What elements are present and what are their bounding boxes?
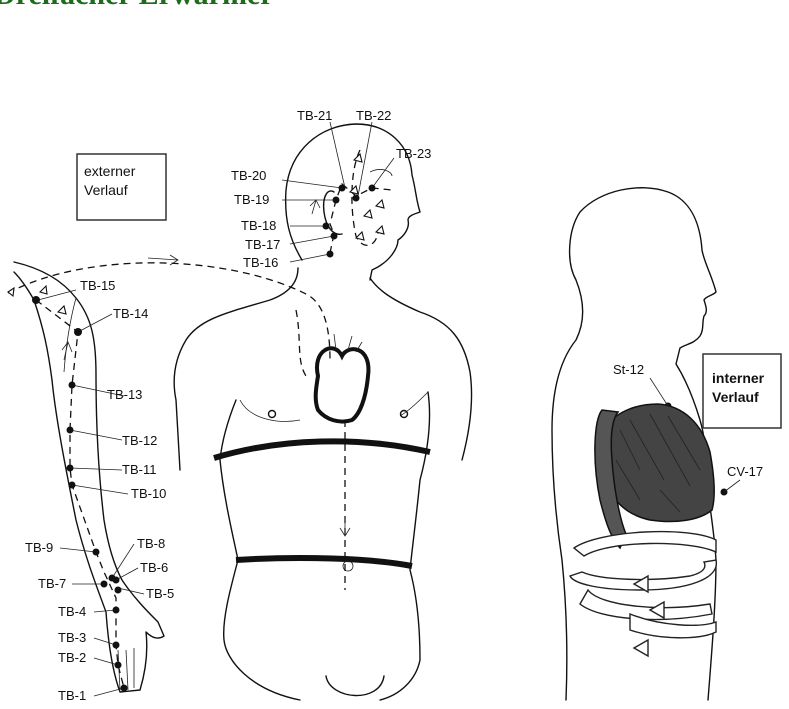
label-st12: St-12 xyxy=(613,362,644,377)
secondary-markers xyxy=(8,154,384,314)
label-tb17: TB-17 xyxy=(245,237,280,252)
spiral-arrowhead xyxy=(634,640,648,656)
leader-tb16 xyxy=(290,254,330,262)
leader-cv17 xyxy=(724,480,740,492)
chest-contour xyxy=(240,392,428,421)
point-tb13 xyxy=(69,382,76,389)
label-tb10: TB-10 xyxy=(131,486,166,501)
arm-to-head-curve xyxy=(8,263,330,360)
hair-arrow xyxy=(370,169,392,176)
point-tb15 xyxy=(32,296,40,304)
label-tb3: TB-3 xyxy=(58,630,86,645)
spiral-band xyxy=(574,532,716,556)
triangle-marker xyxy=(350,186,358,194)
leader-tb14 xyxy=(78,314,112,332)
internal-organ xyxy=(595,404,714,548)
point-tb11 xyxy=(67,465,74,472)
triangle-marker xyxy=(58,306,66,314)
point-tb4 xyxy=(113,607,120,614)
pelvis-outline xyxy=(326,676,384,696)
shoulder-outline xyxy=(174,268,298,470)
torso-outline-right xyxy=(380,392,430,700)
point-tb12 xyxy=(67,427,74,434)
label-tb7: TB-7 xyxy=(38,576,66,591)
label-tb2: TB-2 xyxy=(58,650,86,665)
label-tb23: TB-23 xyxy=(396,146,431,161)
point-tb9 xyxy=(93,549,100,556)
label-tb22: TB-22 xyxy=(356,108,391,123)
nipple-left xyxy=(269,411,276,418)
label-tb8: TB-8 xyxy=(137,536,165,551)
point-tb19 xyxy=(333,197,340,204)
direction-arrow xyxy=(62,342,72,360)
label-tb18: TB-18 xyxy=(241,218,276,233)
leader-tb11 xyxy=(70,468,122,470)
leader-tb20 xyxy=(282,180,342,188)
point-tb6 xyxy=(113,577,120,584)
down-arrow xyxy=(340,518,350,536)
label-cv17: CV-17 xyxy=(727,464,763,479)
label-tb16: TB-16 xyxy=(243,255,278,270)
leader-tb9 xyxy=(60,548,96,552)
leader-tb12 xyxy=(70,430,122,440)
label-tb20: TB-20 xyxy=(231,168,266,183)
label-tb9: TB-9 xyxy=(25,540,53,555)
spiral-band xyxy=(580,590,712,619)
spiral-arrows xyxy=(570,532,716,656)
torso-figure xyxy=(174,124,471,700)
label-tb4: TB-4 xyxy=(58,604,86,619)
label-tb1: TB-1 xyxy=(58,688,86,703)
point-tb10 xyxy=(69,482,76,489)
navel-band xyxy=(236,558,412,566)
point-tb14 xyxy=(74,328,82,336)
label-tb12: TB-12 xyxy=(122,433,157,448)
leader-st12 xyxy=(650,378,668,406)
label-tb5: TB-5 xyxy=(146,586,174,601)
label-tb6: TB-6 xyxy=(140,560,168,575)
label-tb21: TB-21 xyxy=(297,108,332,123)
point-tb7 xyxy=(101,581,108,588)
triangle-marker xyxy=(356,232,364,240)
head-meridian-line xyxy=(330,184,392,253)
leader-tb2 xyxy=(94,658,118,665)
point-tb5 xyxy=(115,587,122,594)
triangle-marker xyxy=(364,210,372,218)
point-tb18 xyxy=(323,223,330,230)
ear-arrow xyxy=(310,200,320,214)
heart-outline xyxy=(316,348,369,421)
diaphragm-band xyxy=(214,441,430,458)
triangle-marker xyxy=(8,288,14,296)
point-tb16 xyxy=(327,251,334,258)
triangle-marker xyxy=(376,200,384,208)
point-tb1 xyxy=(121,685,128,692)
label-tb15: TB-15 xyxy=(80,278,115,293)
point-tb3 xyxy=(113,642,120,649)
leader-tb17 xyxy=(290,236,334,244)
label-tb19: TB-19 xyxy=(234,192,269,207)
leader-tb8 xyxy=(112,544,134,578)
label-tb11: TB-11 xyxy=(122,462,156,477)
external-box-line2: Verlauf xyxy=(84,182,128,198)
finger-lines xyxy=(118,648,134,690)
label-tb14: TB-14 xyxy=(113,306,148,321)
triangle-marker xyxy=(40,286,47,294)
label-tb13: TB-13 xyxy=(107,387,142,402)
point-tb22 xyxy=(353,195,360,202)
point-tb17 xyxy=(331,233,338,240)
arm-inner-contour xyxy=(64,298,76,372)
lung-shape xyxy=(603,404,714,522)
internal-box-line1: interner xyxy=(712,370,765,386)
internal-box-line2: Verlauf xyxy=(712,389,759,405)
point-tb2 xyxy=(115,662,122,669)
shoulder-outline-right xyxy=(370,278,472,460)
leader-tb21 xyxy=(330,122,345,188)
point-tb23 xyxy=(369,185,376,192)
point-tb20 xyxy=(339,185,346,192)
triangle-marker xyxy=(376,226,384,234)
nipple-right xyxy=(401,411,408,418)
external-box-line1: externer xyxy=(84,163,136,179)
